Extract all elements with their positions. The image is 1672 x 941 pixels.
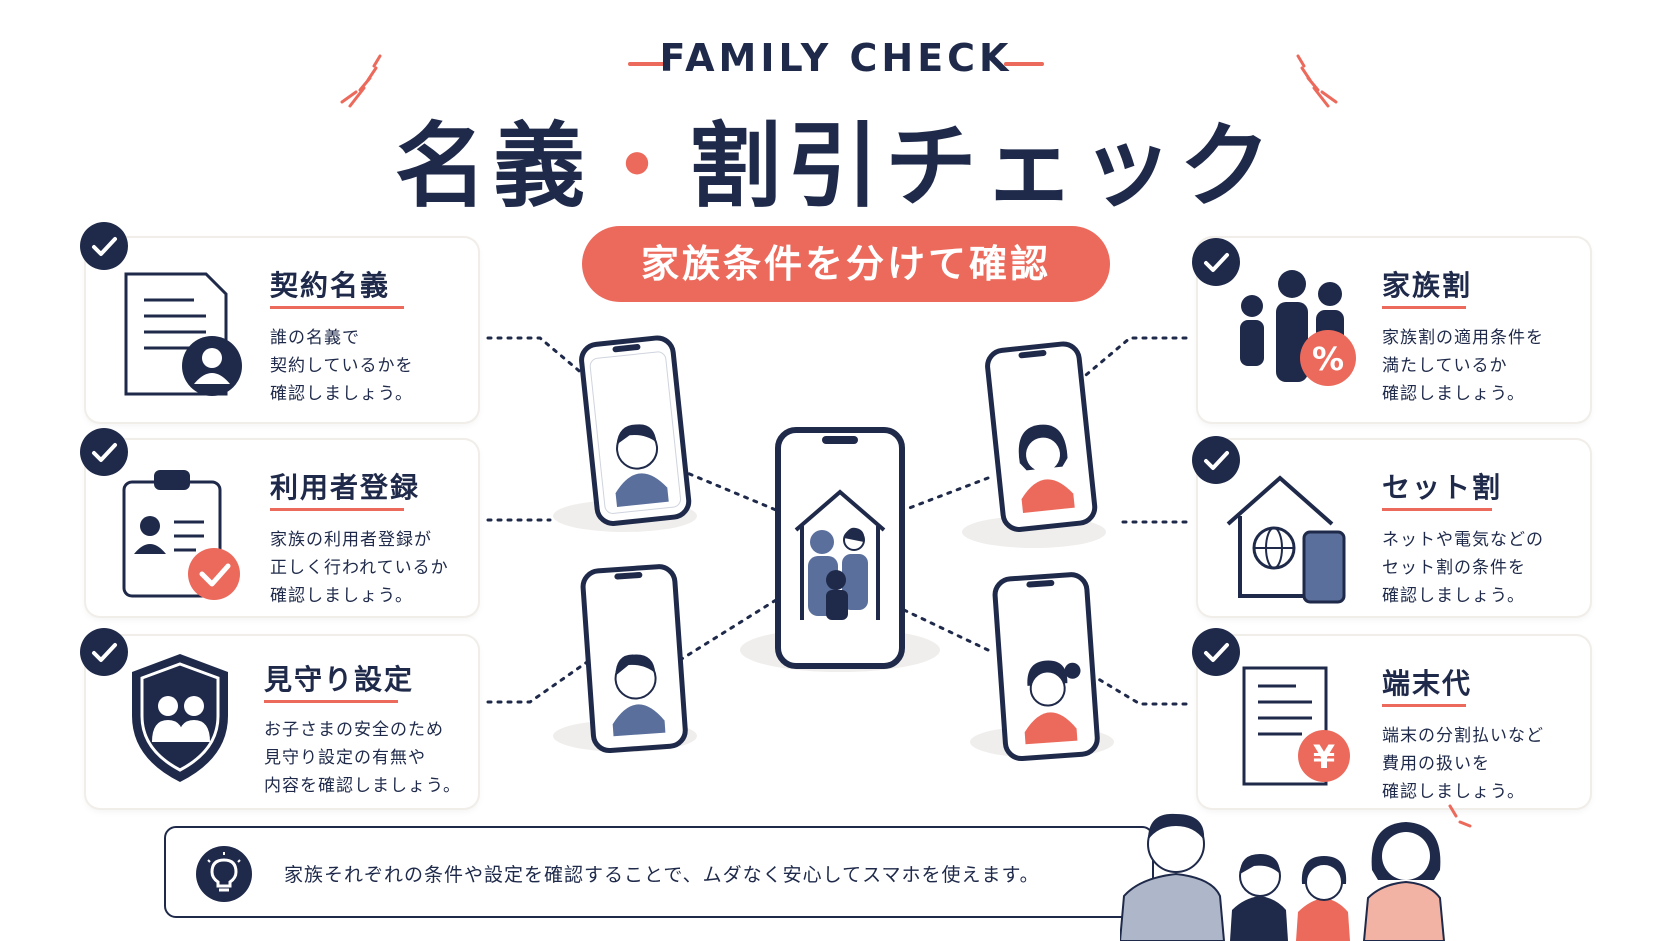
card-title: セット割 [1382,471,1503,504]
title-dot: ・ [590,113,689,220]
card-underline [1382,704,1466,707]
card-contract-holder: 契約名義 誰の名義で 契約しているかを 確認しましょう。 [86,238,478,422]
card-title: 契約名義 [270,269,391,302]
card-underline [270,306,404,309]
subtitle-pill: 家族条件を分けて確認 [582,226,1110,302]
card-parental-controls: 見守り設定 お子さまの安全のため 見守り設定の有無や 内容を確認しましょう。 [86,636,478,808]
check-icon [1192,238,1240,286]
card-title: 見守り設定 [264,663,415,696]
card-device-cost: ¥ 端末代 端末の分割払いなど 費用の扱いを 確認しましょう。 [1198,636,1590,808]
family-percent-icon: % [1240,270,1356,386]
phone-son [580,564,688,753]
card-body: 家族の利用者登録が 正しく行われているか 確認しましょう。 [270,530,449,606]
phone-father [579,335,692,526]
eyebrow-line-left [628,62,668,66]
card-underline [1382,508,1492,511]
card-title: 端末代 [1382,667,1473,700]
card-body: 端末の分割払いなど 費用の扱いを 確認しましょう。 [1382,726,1544,802]
check-icon [80,628,128,676]
family-illustration [1120,804,1472,941]
svg-text:%: % [1312,340,1344,378]
svg-text:¥: ¥ [1313,738,1335,776]
page-title: 名義・割引チェック [0,92,1672,225]
lightbulb-icon [196,846,252,902]
house-globe-phone-icon [1226,475,1346,604]
card-underline [270,508,404,511]
eyebrow-line-right [1004,62,1044,66]
title-right: 割引チェック [689,113,1278,220]
card-underline [1382,306,1466,309]
phone-family-home [775,427,905,669]
contract-document-user-icon [124,272,242,396]
tip-box: 家族それぞれの条件や設定を確認することで、ムダなく安心してスマホを使えます。 [164,826,1154,918]
clipboard-id-check-icon [122,470,240,600]
check-icon [80,428,128,476]
card-family-discount: % 家族割 家族割の適用条件を 満たしているか 確認しましょう。 [1198,238,1590,422]
shield-family-icon [132,654,228,782]
card-body: ネットや電気などの セット割の条件を 確認しましょう。 [1382,530,1544,606]
card-user-registration: 利用者登録 家族の利用者登録が 正しく行われているか 確認しましょう。 [86,440,478,616]
card-body: 誰の名義で 契約しているかを 確認しましょう。 [270,328,414,404]
check-icon [1192,628,1240,676]
check-icon [1192,436,1240,484]
card-body: 家族割の適用条件を 満たしているか 確認しましょう。 [1382,328,1544,404]
sparkle-right-icon [1296,54,1338,108]
title-left: 名義 [394,113,591,220]
phone-daughter [992,572,1100,761]
sparkle-left-icon [340,54,382,108]
phone-mother [985,341,1098,532]
check-icon [80,222,128,270]
card-underline [264,700,398,703]
card-title: 家族割 [1382,269,1473,302]
invoice-yen-icon: ¥ [1242,666,1350,786]
tip-text: 家族それぞれの条件や設定を確認することで、ムダなく安心してスマホを使えます。 [284,864,1040,886]
eyebrow-label: FAMILY CHECK [659,36,1013,80]
card-title: 利用者登録 [270,471,421,504]
card-body: お子さまの安全のため 見守り設定の有無や 内容を確認しましょう。 [264,720,461,796]
card-bundle-discount: セット割 ネットや電気などの セット割の条件を 確認しましょう。 [1198,440,1590,616]
